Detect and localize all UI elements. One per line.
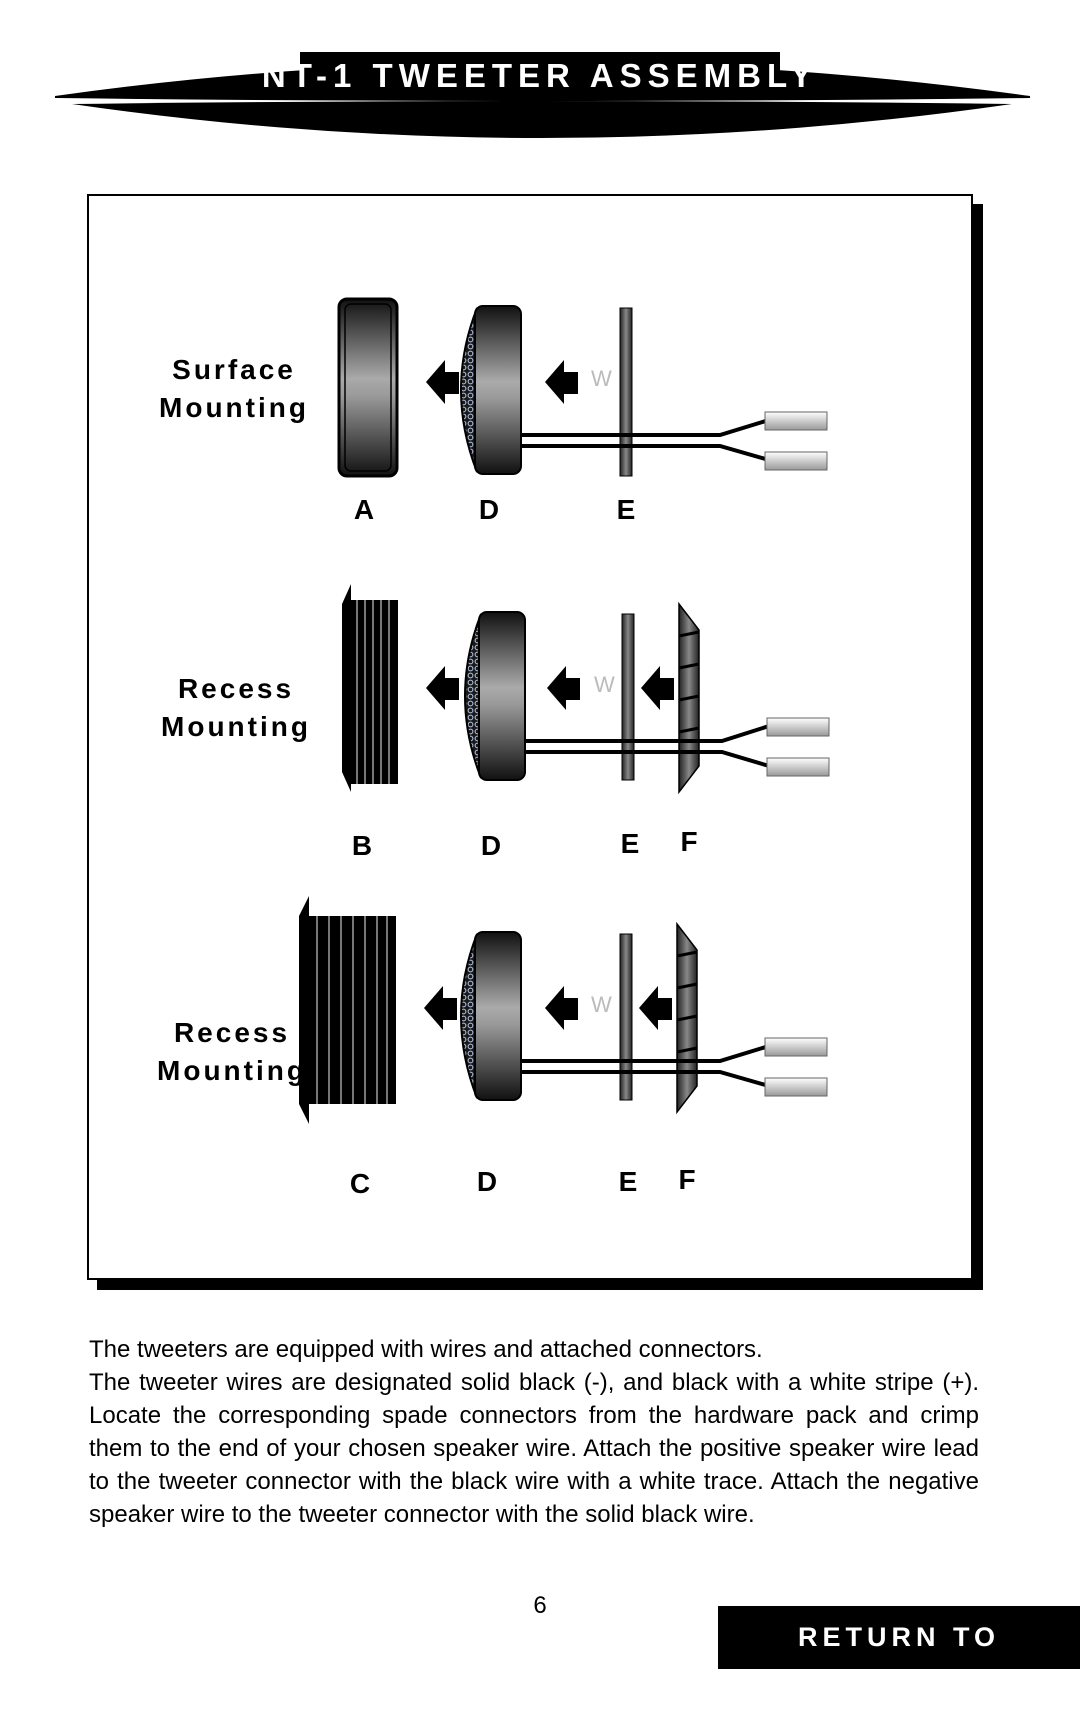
part-label-d: D: [480, 830, 502, 861]
part-label-d: D: [478, 494, 500, 525]
part-label-e: E: [620, 828, 640, 859]
row-surface-mounting: W: [337, 297, 828, 478]
label-line2: Mounting: [157, 1055, 307, 1086]
recess-mounting-label: Recess Mounting: [157, 1014, 307, 1090]
label-line2: Mounting: [159, 392, 309, 423]
label-line1: Recess: [177, 673, 295, 704]
return-to-contents-button[interactable]: RETURN TO CONTENTS: [718, 1606, 1080, 1715]
part-label-c: C: [349, 1168, 371, 1199]
recess-mounting-label: Recess Mounting: [161, 670, 311, 746]
row-recess-mounting-c: W: [299, 896, 828, 1124]
label-line2: Mounting: [161, 711, 311, 742]
page-number: 6: [533, 1592, 547, 1619]
part-label-e: E: [616, 494, 636, 525]
surface-mounting-label: Surface Mounting: [159, 351, 309, 427]
part-label-f: F: [680, 826, 698, 857]
assembly-drawing: W W: [299, 297, 830, 1124]
label-line1: Recess: [173, 1017, 291, 1048]
paragraph-wiring: The tweeter wires are designated solid b…: [89, 1369, 979, 1528]
part-label-e: E: [618, 1166, 638, 1197]
assembly-diagram: W W: [87, 194, 973, 1280]
svg-text:W: W: [591, 992, 612, 1017]
part-label-d: D: [476, 1166, 498, 1197]
paragraph-intro: The tweeters are equipped with wires and…: [89, 1336, 763, 1363]
banner-shape: [55, 52, 1030, 138]
part-label-a: A: [353, 494, 375, 525]
instructions-text: The tweeters are equipped with wires and…: [89, 1333, 979, 1531]
row-recess-mounting-b: W: [342, 584, 830, 795]
header-banner: NT-1 TWEETER ASSEMBLY: [0, 0, 1080, 160]
page-title: NT-1 TWEETER ASSEMBLY: [261, 57, 819, 94]
part-label-f: F: [678, 1164, 696, 1195]
svg-text:W: W: [591, 366, 612, 391]
svg-text:W: W: [594, 672, 615, 697]
part-label-b: B: [351, 830, 373, 861]
label-line1: Surface: [172, 354, 296, 385]
